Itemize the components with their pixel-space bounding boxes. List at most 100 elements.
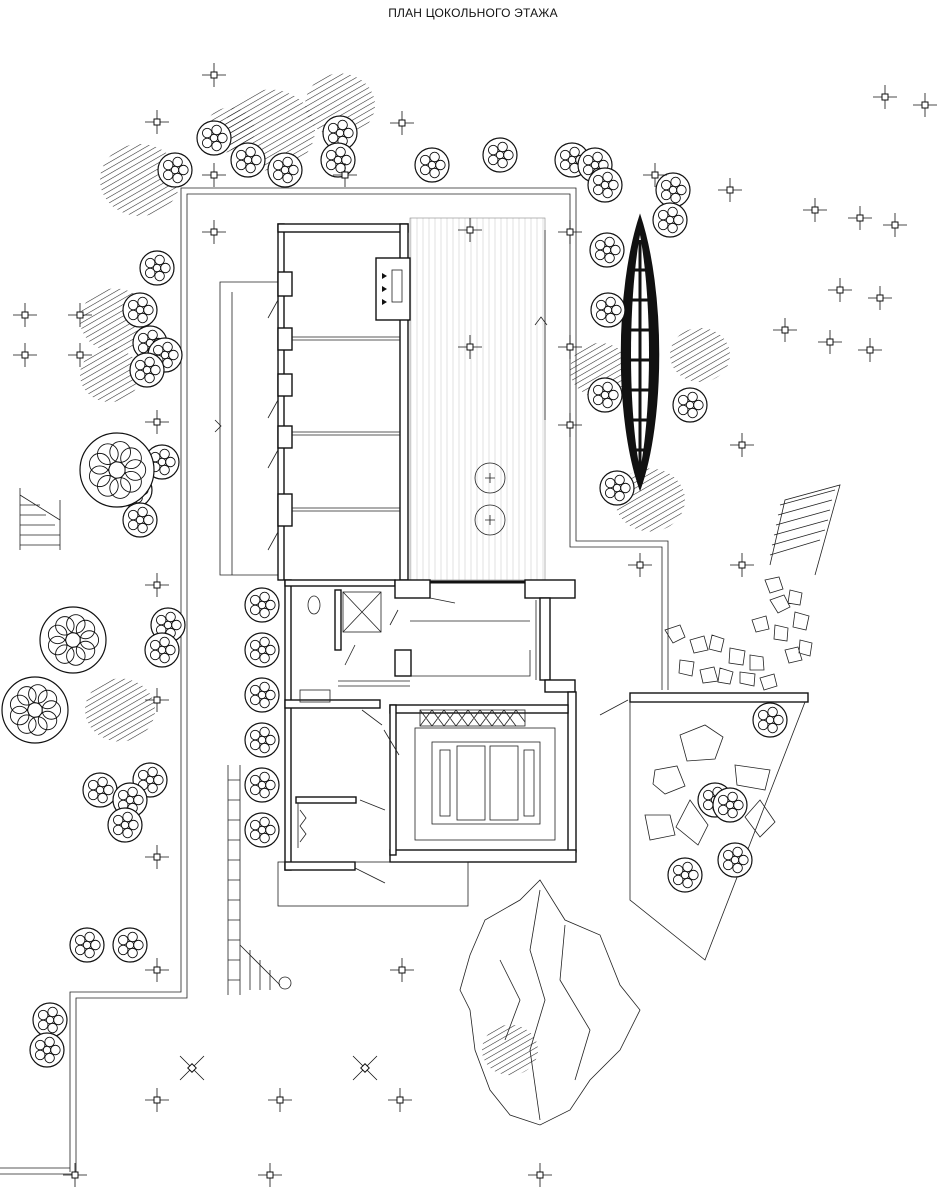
column-marker bbox=[718, 178, 742, 202]
tree-branch bbox=[127, 509, 139, 521]
tree-canopy bbox=[244, 632, 280, 668]
tree-branch bbox=[657, 209, 669, 221]
tree bbox=[196, 120, 232, 156]
column-marker bbox=[13, 343, 37, 367]
tree-branch bbox=[47, 635, 68, 656]
column-marker bbox=[458, 335, 482, 359]
column-marker bbox=[202, 63, 226, 87]
tree-core bbox=[125, 940, 135, 950]
tree-core bbox=[145, 775, 155, 785]
tree-core bbox=[680, 870, 690, 880]
tree bbox=[244, 722, 280, 758]
column-marker bbox=[730, 433, 754, 457]
tree-branch bbox=[37, 689, 58, 710]
tree-branch bbox=[137, 332, 149, 344]
stairs-right bbox=[769, 484, 841, 576]
tree bbox=[414, 147, 450, 183]
tree-canopy bbox=[267, 152, 303, 188]
column-marker bbox=[145, 410, 169, 434]
tree-core bbox=[257, 645, 267, 655]
marker-square bbox=[398, 966, 406, 974]
column-marker bbox=[858, 338, 882, 362]
tree-canopy bbox=[112, 927, 148, 963]
marker-square bbox=[266, 1171, 274, 1179]
tree-core bbox=[495, 150, 505, 160]
tree-core bbox=[602, 245, 612, 255]
tree-branch bbox=[120, 470, 142, 493]
tree bbox=[32, 1002, 68, 1038]
tree-branch bbox=[9, 694, 30, 715]
column-marker bbox=[202, 163, 226, 187]
tree bbox=[320, 142, 356, 178]
tree-canopy bbox=[1, 676, 69, 744]
tree-core bbox=[600, 180, 610, 190]
column-marker bbox=[63, 1163, 87, 1187]
tree-branch bbox=[672, 864, 684, 876]
tree-core bbox=[600, 390, 610, 400]
tree-branch bbox=[34, 1039, 46, 1051]
tree-core bbox=[257, 825, 267, 835]
column-marker bbox=[883, 213, 907, 237]
tree bbox=[129, 352, 165, 388]
tree-branch bbox=[152, 344, 164, 356]
column-marker bbox=[643, 163, 667, 187]
tree-branch bbox=[87, 779, 99, 791]
column-marker bbox=[848, 206, 872, 230]
tree-branch bbox=[55, 644, 75, 664]
column-marker bbox=[828, 278, 852, 302]
column-marker bbox=[68, 303, 92, 327]
tree-core bbox=[209, 133, 219, 143]
tree-core bbox=[27, 702, 43, 718]
tree-branch bbox=[149, 639, 161, 651]
tree-core bbox=[257, 690, 267, 700]
diagonal-marker bbox=[352, 1055, 378, 1081]
tree bbox=[587, 377, 623, 413]
tree bbox=[599, 470, 635, 506]
tree-branch bbox=[249, 594, 261, 606]
column-markers bbox=[13, 63, 937, 1187]
tree-canopy bbox=[752, 702, 788, 738]
marker-square bbox=[76, 351, 84, 359]
column-marker bbox=[68, 343, 92, 367]
column-marker bbox=[145, 110, 169, 134]
tree bbox=[82, 772, 118, 808]
column-marker bbox=[388, 1088, 412, 1112]
tree-branch bbox=[134, 359, 146, 371]
tree-branch bbox=[487, 144, 499, 156]
tree bbox=[144, 632, 180, 668]
tree-branch bbox=[17, 714, 37, 734]
tree bbox=[752, 702, 788, 738]
hatched-tree bbox=[482, 1024, 538, 1076]
tree-core bbox=[567, 155, 577, 165]
tree-branch bbox=[97, 443, 119, 465]
marker-square bbox=[153, 966, 161, 974]
tree-core bbox=[665, 215, 675, 225]
tree bbox=[672, 387, 708, 423]
tree-branch bbox=[88, 465, 111, 488]
marker-square bbox=[781, 326, 789, 334]
tree-branch bbox=[47, 624, 68, 645]
tree-canopy bbox=[589, 232, 625, 268]
marker-square bbox=[891, 221, 899, 229]
tree-branch bbox=[677, 394, 689, 406]
tree bbox=[244, 587, 280, 623]
tree bbox=[79, 432, 155, 508]
tree-core bbox=[685, 400, 695, 410]
tree-core bbox=[257, 735, 267, 745]
tree-core bbox=[668, 185, 678, 195]
tree-core bbox=[280, 165, 290, 175]
tree-branch bbox=[75, 619, 96, 640]
tree-branch bbox=[155, 614, 167, 626]
column-marker bbox=[528, 1163, 552, 1187]
column-marker bbox=[258, 1163, 282, 1187]
tree bbox=[1, 676, 69, 744]
tree-core bbox=[590, 160, 600, 170]
tree-core bbox=[120, 820, 130, 830]
tree bbox=[29, 1032, 65, 1068]
marker-square bbox=[876, 294, 884, 302]
tree-branch bbox=[249, 819, 261, 831]
marker-square bbox=[856, 214, 864, 222]
column-marker bbox=[390, 111, 414, 135]
column-marker bbox=[145, 573, 169, 597]
marker-square bbox=[341, 171, 349, 179]
